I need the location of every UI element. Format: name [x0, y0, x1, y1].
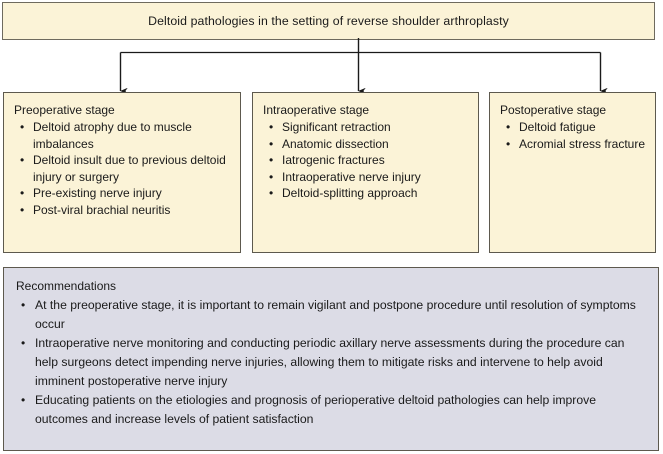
stage-list-intraoperative: • Significant retraction • Anatomic dissec…	[262, 119, 470, 202]
stage-list-postoperative: • Deltoid fatigue • Acromial stress fractu…	[499, 119, 647, 152]
bullet-icon: •	[20, 202, 25, 217]
list-item: • At the preoperative stage, it is import…	[15, 296, 646, 334]
list-item: • Intraoperative nerve monitoring and con…	[15, 334, 646, 391]
bullet-icon: •	[506, 120, 511, 134]
bullet-icon: •	[21, 298, 26, 312]
list-item-label: Significant retraction	[282, 120, 391, 134]
list-item: • Iatrogenic fractures	[262, 152, 470, 169]
root-node-title-box: Deltoid pathologies in the setting of re…	[2, 2, 655, 40]
list-item-label: Deltoid atrophy due to muscle imbalances	[33, 120, 192, 151]
bullet-icon: •	[20, 153, 25, 167]
page-title: Deltoid pathologies in the setting of re…	[148, 13, 509, 28]
list-item-label: Post-viral brachial neuritis	[33, 202, 171, 217]
list-item-label: Intraoperative nerve injury	[282, 169, 421, 184]
list-item: • Anatomic dissection	[262, 136, 470, 153]
bullet-icon: •	[506, 136, 511, 151]
list-item-label: Deltoid-splitting approach	[282, 186, 418, 200]
list-item: • Acromial stress fracture	[499, 136, 647, 153]
list-item-label: Deltoid insult due to previous deltoid i…	[33, 153, 226, 184]
bullet-icon: •	[269, 120, 274, 134]
bullet-icon: •	[269, 153, 274, 167]
connector-arrows	[119, 38, 608, 94]
bullet-icon: •	[21, 336, 26, 350]
list-item-label: Pre-existing nerve injury	[33, 186, 162, 200]
bullet-icon: •	[21, 393, 26, 407]
list-item: • Deltoid atrophy due to muscle imbalance…	[13, 119, 232, 152]
list-item-label: At the preoperative stage, it is importa…	[35, 298, 636, 331]
list-item: • Intraoperative nerve injury	[262, 169, 470, 186]
stage-box-postoperative: Postoperative stage • Deltoid fatigue • Ac…	[489, 92, 656, 253]
stage-box-preoperative: Preoperative stage • Deltoid atrophy due …	[3, 92, 241, 253]
stage-heading-intraoperative: Intraoperative stage	[263, 103, 370, 117]
list-item: • Deltoid-splitting approach	[262, 185, 470, 202]
list-item: • Pre-existing nerve injury	[13, 185, 232, 202]
stage-list-preoperative: • Deltoid atrophy due to muscle imbalance…	[13, 119, 232, 218]
bullet-icon: •	[269, 169, 274, 184]
bullet-icon: •	[269, 136, 274, 151]
stage-heading-preoperative: Preoperative stage	[14, 103, 115, 117]
bullet-icon: •	[269, 186, 274, 200]
list-item-label: Educating patients on the etiologies and…	[35, 393, 596, 426]
list-item: • Deltoid insult due to previous deltoid …	[13, 152, 232, 185]
bullet-icon: •	[20, 186, 25, 200]
list-item-label: Acromial stress fracture	[519, 136, 646, 151]
list-item-label: Intraoperative nerve monitoring and cond…	[35, 336, 625, 388]
recommendations-list: • At the preoperative stage, it is import…	[15, 296, 646, 429]
stage-box-intraoperative: Intraoperative stage • Significant retrac…	[252, 92, 479, 253]
list-item: • Deltoid fatigue	[499, 119, 647, 136]
stage-heading-postoperative: Postoperative stage	[500, 103, 607, 117]
list-item-label: Iatrogenic fractures	[282, 153, 385, 167]
list-item: • Significant retraction	[262, 119, 470, 136]
list-item: • Post-viral brachial neuritis	[13, 202, 232, 219]
recommendations-box: Recommendations • At the preoperative sta…	[3, 267, 659, 451]
bullet-icon: •	[20, 120, 25, 134]
list-item-label: Deltoid fatigue	[519, 120, 596, 134]
list-item: • Educating patients on the etiologies an…	[15, 391, 646, 429]
list-item-label: Anatomic dissection	[282, 136, 389, 151]
recommendations-heading: Recommendations	[16, 279, 117, 293]
